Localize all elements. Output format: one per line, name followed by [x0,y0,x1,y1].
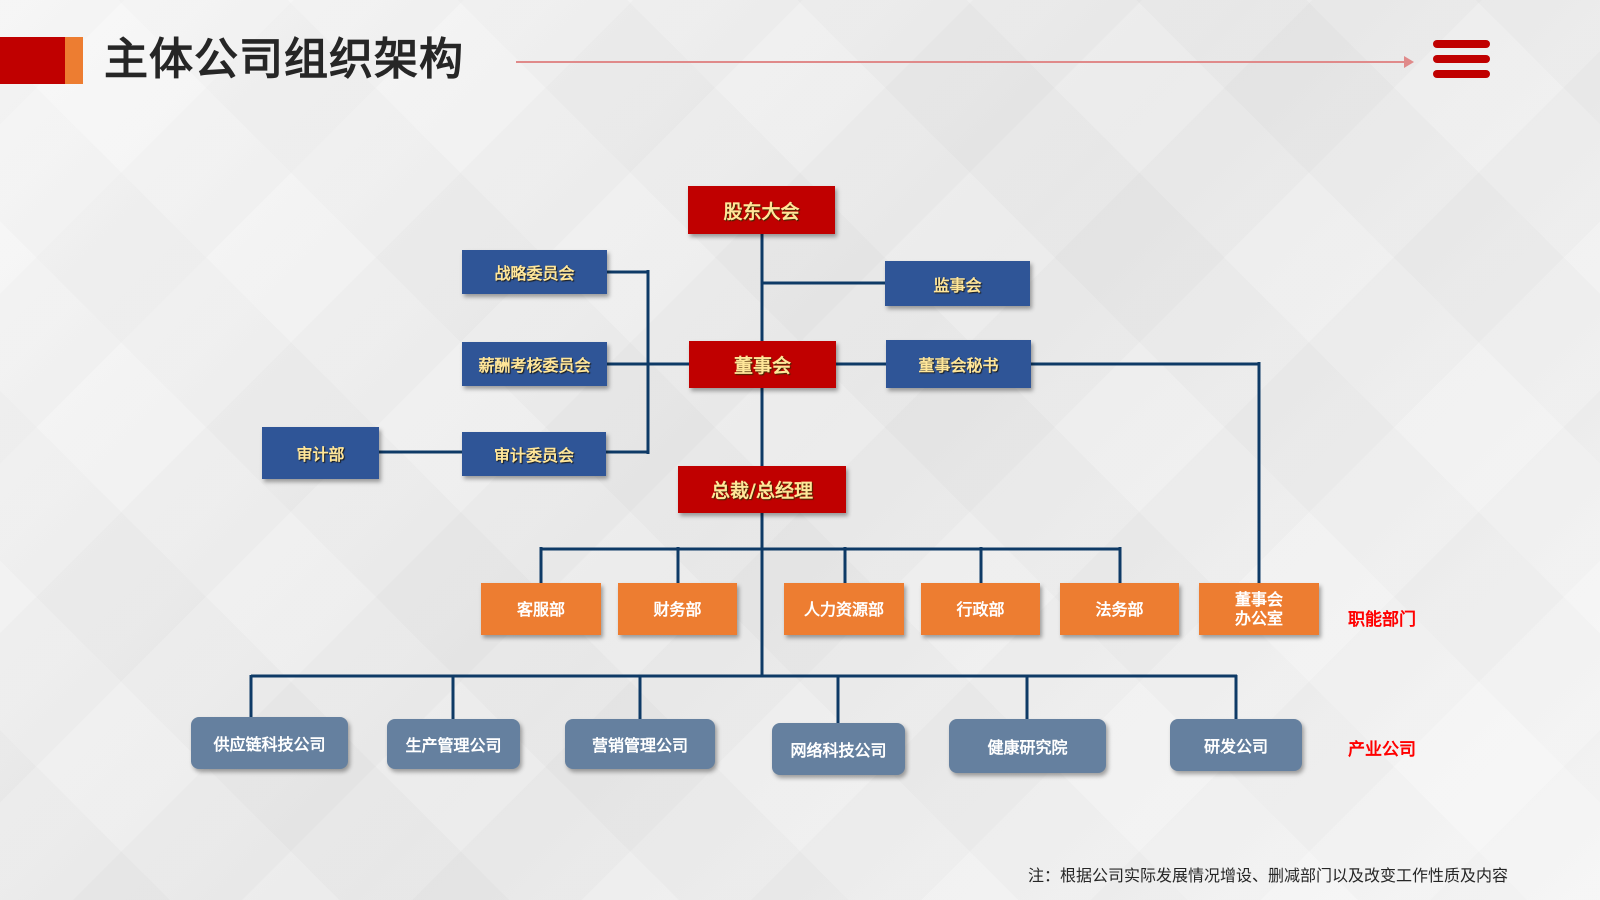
company-label: 网络科技公司 [790,741,887,760]
dept-label: 财务部 [653,599,702,619]
arrow-right-icon [1404,56,1414,68]
dept-legal[interactable]: 法务部 [1060,583,1179,635]
node-president[interactable]: 总裁/总经理 [678,466,846,513]
node-label: 薪酬考核委员会 [478,356,591,375]
title-accent-red [0,37,65,84]
node-label: 战略委员会 [494,264,575,283]
company-label: 研发公司 [1203,737,1268,756]
dept-label: 行政部 [956,599,1005,619]
company-supply-chain-tech[interactable]: 供应链科技公司 [191,717,348,769]
dept-finance[interactable]: 财务部 [618,583,737,635]
node-label: 董事会 [733,355,791,377]
company-production-management[interactable]: 生产管理公司 [387,719,520,769]
title-divider-line [516,61,1406,63]
node-strategy-committee[interactable]: 战略委员会 [462,250,607,294]
node-label: 董事会秘书 [918,356,999,375]
node-audit-department[interactable]: 审计部 [262,427,379,479]
dept-label: 法务部 [1095,599,1144,619]
hamburger-menu-icon[interactable] [1433,40,1490,78]
company-rnd[interactable]: 研发公司 [1170,719,1302,771]
node-label: 监事会 [933,275,982,295]
title-accent-orange [65,37,83,84]
company-label: 供应链科技公司 [213,735,326,754]
dept-human-resources[interactable]: 人力资源部 [784,583,904,635]
company-label: 健康研究院 [987,738,1068,757]
dept-administration[interactable]: 行政部 [921,583,1040,635]
footnote: 注：根据公司实际发展情况增设、删减部门以及改变工作性质及内容 [1028,866,1509,885]
node-label: 股东大会 [723,200,800,223]
node-board-of-directors[interactable]: 董事会 [689,341,836,388]
node-compensation-committee[interactable]: 薪酬考核委员会 [462,342,607,386]
dept-label: 客服部 [516,599,565,619]
section-label-functional: 职能部门 [1348,610,1416,630]
dept-board-office[interactable]: 董事会 办公室 [1199,583,1319,635]
node-audit-committee[interactable]: 审计委员会 [462,432,606,476]
dept-label-line2: 办公室 [1234,609,1283,628]
company-label: 营销管理公司 [591,736,688,755]
node-board-secretary[interactable]: 董事会秘书 [886,340,1031,388]
company-health-institute[interactable]: 健康研究院 [949,719,1106,773]
dept-label-line1: 董事会 [1234,590,1283,609]
node-shareholders-meeting[interactable]: 股东大会 [688,186,835,234]
page-title: 主体公司组织架构 [104,34,464,85]
section-label-industry: 产业公司 [1348,740,1416,760]
company-marketing-management[interactable]: 营销管理公司 [565,719,715,769]
node-supervisory-board[interactable]: 监事会 [885,261,1030,306]
dept-customer-service[interactable]: 客服部 [481,583,601,635]
node-label: 审计委员会 [493,446,574,465]
company-label: 生产管理公司 [405,736,502,755]
dept-label: 人力资源部 [803,599,884,619]
company-network-tech[interactable]: 网络科技公司 [772,723,905,775]
node-label: 审计部 [296,445,345,464]
node-label: 总裁/总经理 [711,480,813,502]
